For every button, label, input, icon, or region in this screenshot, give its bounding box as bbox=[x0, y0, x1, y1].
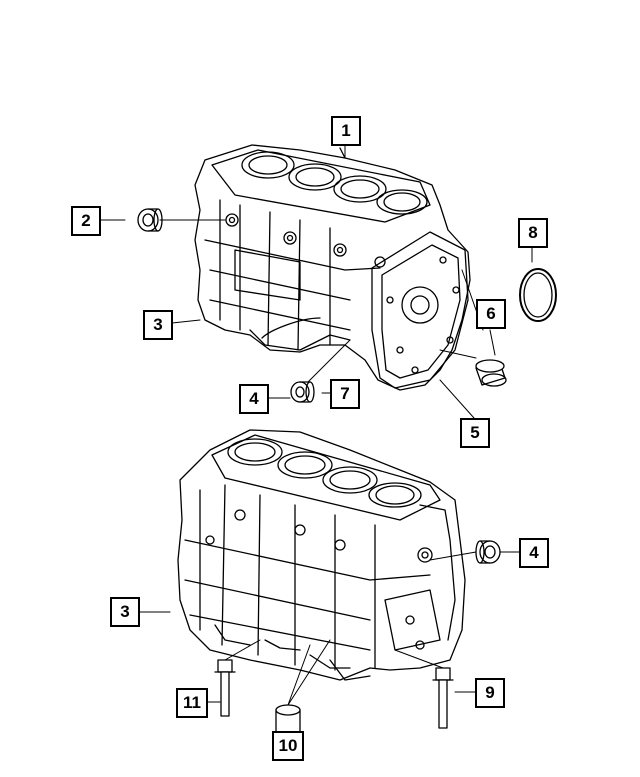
upper-engine-block bbox=[194, 144, 471, 391]
callout-6: 6 bbox=[476, 299, 506, 329]
cup-plug-part-4-lower bbox=[475, 540, 501, 564]
callout-3-lower: 3 bbox=[110, 597, 140, 627]
bolt-part-11 bbox=[214, 659, 236, 717]
cup-plug-part-7 bbox=[290, 381, 315, 403]
callout-8: 8 bbox=[518, 218, 548, 248]
callout-4-lower: 4 bbox=[519, 538, 549, 568]
callout-7: 7 bbox=[330, 379, 360, 409]
seal-ring-part-8 bbox=[519, 268, 557, 322]
lower-engine-block bbox=[177, 429, 466, 681]
callout-3-upper: 3 bbox=[143, 310, 173, 340]
callout-11: 11 bbox=[176, 688, 208, 718]
cup-plug-part-2 bbox=[137, 208, 163, 232]
callout-2: 2 bbox=[71, 206, 101, 236]
dowel-sleeve-part-6 bbox=[475, 359, 507, 387]
bolt-part-9 bbox=[432, 667, 454, 729]
leader-lines bbox=[99, 142, 533, 743]
callout-10: 10 bbox=[272, 731, 304, 761]
callout-1: 1 bbox=[331, 116, 361, 146]
callout-9: 9 bbox=[475, 678, 505, 708]
callout-4-upper: 4 bbox=[239, 384, 269, 414]
callout-5: 5 bbox=[460, 418, 490, 448]
